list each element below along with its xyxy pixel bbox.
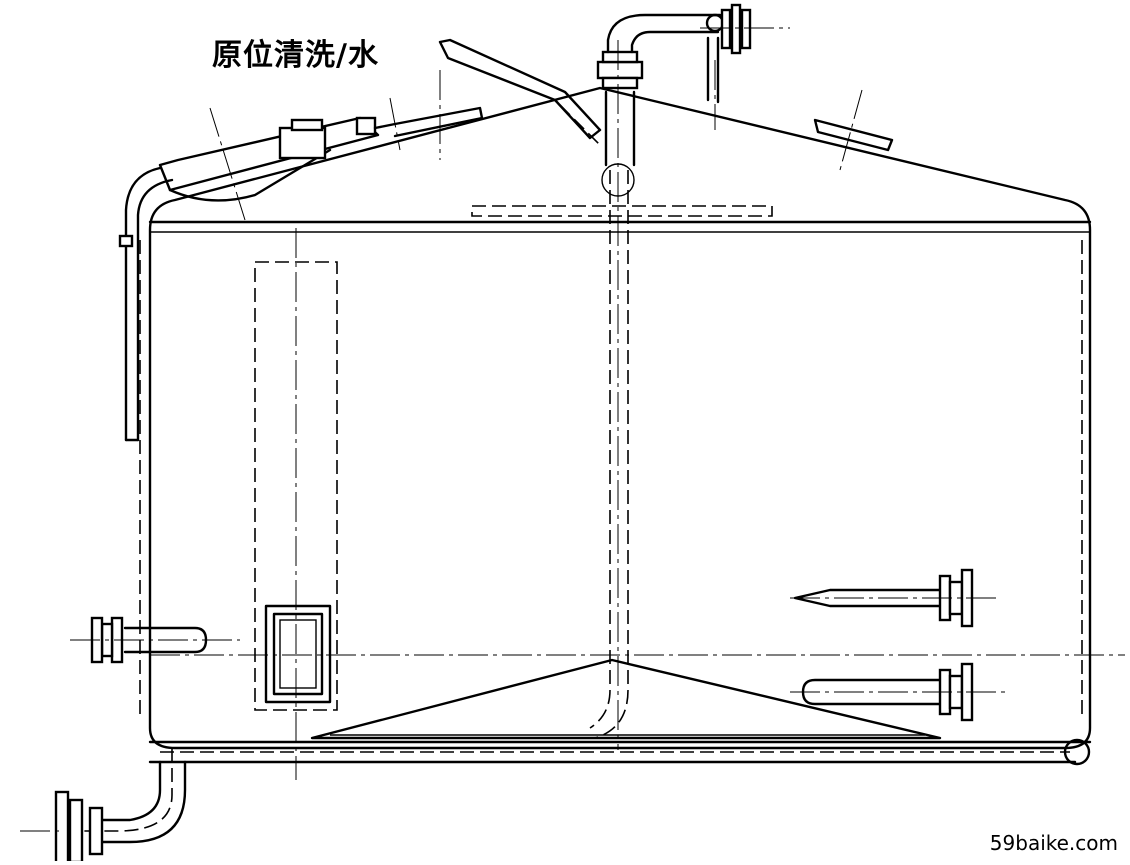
left-side-pipe	[118, 166, 174, 442]
left-nozzle	[70, 616, 240, 664]
right-lower-nozzle	[790, 662, 1010, 722]
sight-glass	[254, 228, 338, 780]
watermark: 59baike.com	[989, 831, 1118, 855]
center-lines	[150, 60, 1125, 656]
spray-plate	[471, 205, 773, 217]
roof-manhole	[158, 106, 484, 221]
cip-water-label: 原位清洗/水	[212, 38, 379, 73]
right-upper-nozzle	[790, 568, 1000, 628]
cip-inlet-pipe	[438, 38, 602, 146]
inner-outline-dashed	[139, 240, 1083, 720]
tank-shell	[148, 86, 1092, 750]
top-inlet-gooseneck	[606, 3, 790, 104]
bottom-drain-pipe	[20, 738, 1092, 865]
roof-hatch-right	[813, 89, 894, 171]
central-dip-pipe	[589, 40, 644, 750]
cone-bottom	[310, 658, 942, 740]
